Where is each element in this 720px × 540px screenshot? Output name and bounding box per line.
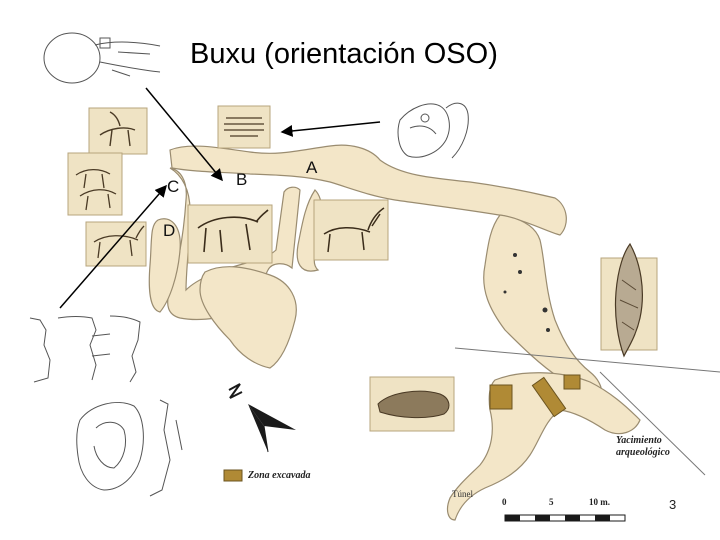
tunnel-label: Túnel — [452, 489, 473, 499]
excavated-zone — [531, 376, 567, 418]
left-room — [148, 218, 181, 313]
stratigraphy-sketch-bottom — [76, 399, 183, 497]
cave-passages — [148, 144, 641, 521]
legend-swatch — [223, 469, 243, 482]
legend-label: Zona excavada — [248, 470, 311, 481]
excavated-zones — [489, 374, 581, 418]
scale-tick-0: 0 — [502, 497, 507, 507]
marking-dot — [542, 307, 548, 313]
photo-inset-deer-a — [313, 199, 389, 261]
pointer-arrow — [59, 184, 167, 309]
marking-dot — [513, 253, 517, 257]
zone-label-b: B — [236, 170, 248, 189]
zone-label-c: C — [167, 177, 180, 196]
photo-inset-deer — [88, 107, 148, 155]
marking-dot — [546, 328, 550, 332]
pointer-arrow — [280, 121, 381, 137]
north-arrow-icon — [228, 383, 296, 453]
photo-inset-horse-b — [187, 204, 273, 264]
reference-line — [454, 347, 720, 373]
slide-title: Buxu (orientación OSO) — [190, 38, 498, 70]
excavated-zone — [489, 384, 513, 410]
central-chamber — [199, 266, 297, 369]
pointer-arrow — [145, 87, 223, 182]
site-label: Yacimiento arqueológico — [616, 435, 670, 458]
upper-gallery — [169, 144, 567, 236]
stratigraphy-sketch-left — [29, 315, 141, 383]
lower-gallery — [446, 372, 641, 521]
scale-bar — [504, 514, 626, 522]
scale-tick-5: 5 — [549, 497, 554, 507]
marking-dot — [503, 290, 507, 294]
figure-sketch-top — [397, 102, 469, 159]
slide-number: 3 — [669, 497, 677, 512]
sketch-drawings — [29, 32, 469, 497]
photo-inset-bone-artifact — [369, 376, 455, 432]
reference-line — [599, 371, 706, 476]
photo-inset-horses-left — [67, 152, 123, 216]
scale-tick-10: 10 m. — [589, 497, 610, 507]
pointer-arrows — [59, 87, 381, 309]
photo-inset-signs — [217, 105, 271, 149]
minimap-sketch — [43, 32, 161, 84]
zone-label-d: D — [163, 221, 176, 240]
photo-insets — [67, 105, 658, 432]
zone-label-a: A — [306, 158, 318, 177]
photo-inset-flint-point — [600, 242, 658, 358]
photo-inset-goat-left — [85, 221, 147, 267]
excavated-zone — [563, 374, 581, 390]
marking-dot — [518, 270, 522, 274]
cave-markings — [503, 253, 550, 332]
